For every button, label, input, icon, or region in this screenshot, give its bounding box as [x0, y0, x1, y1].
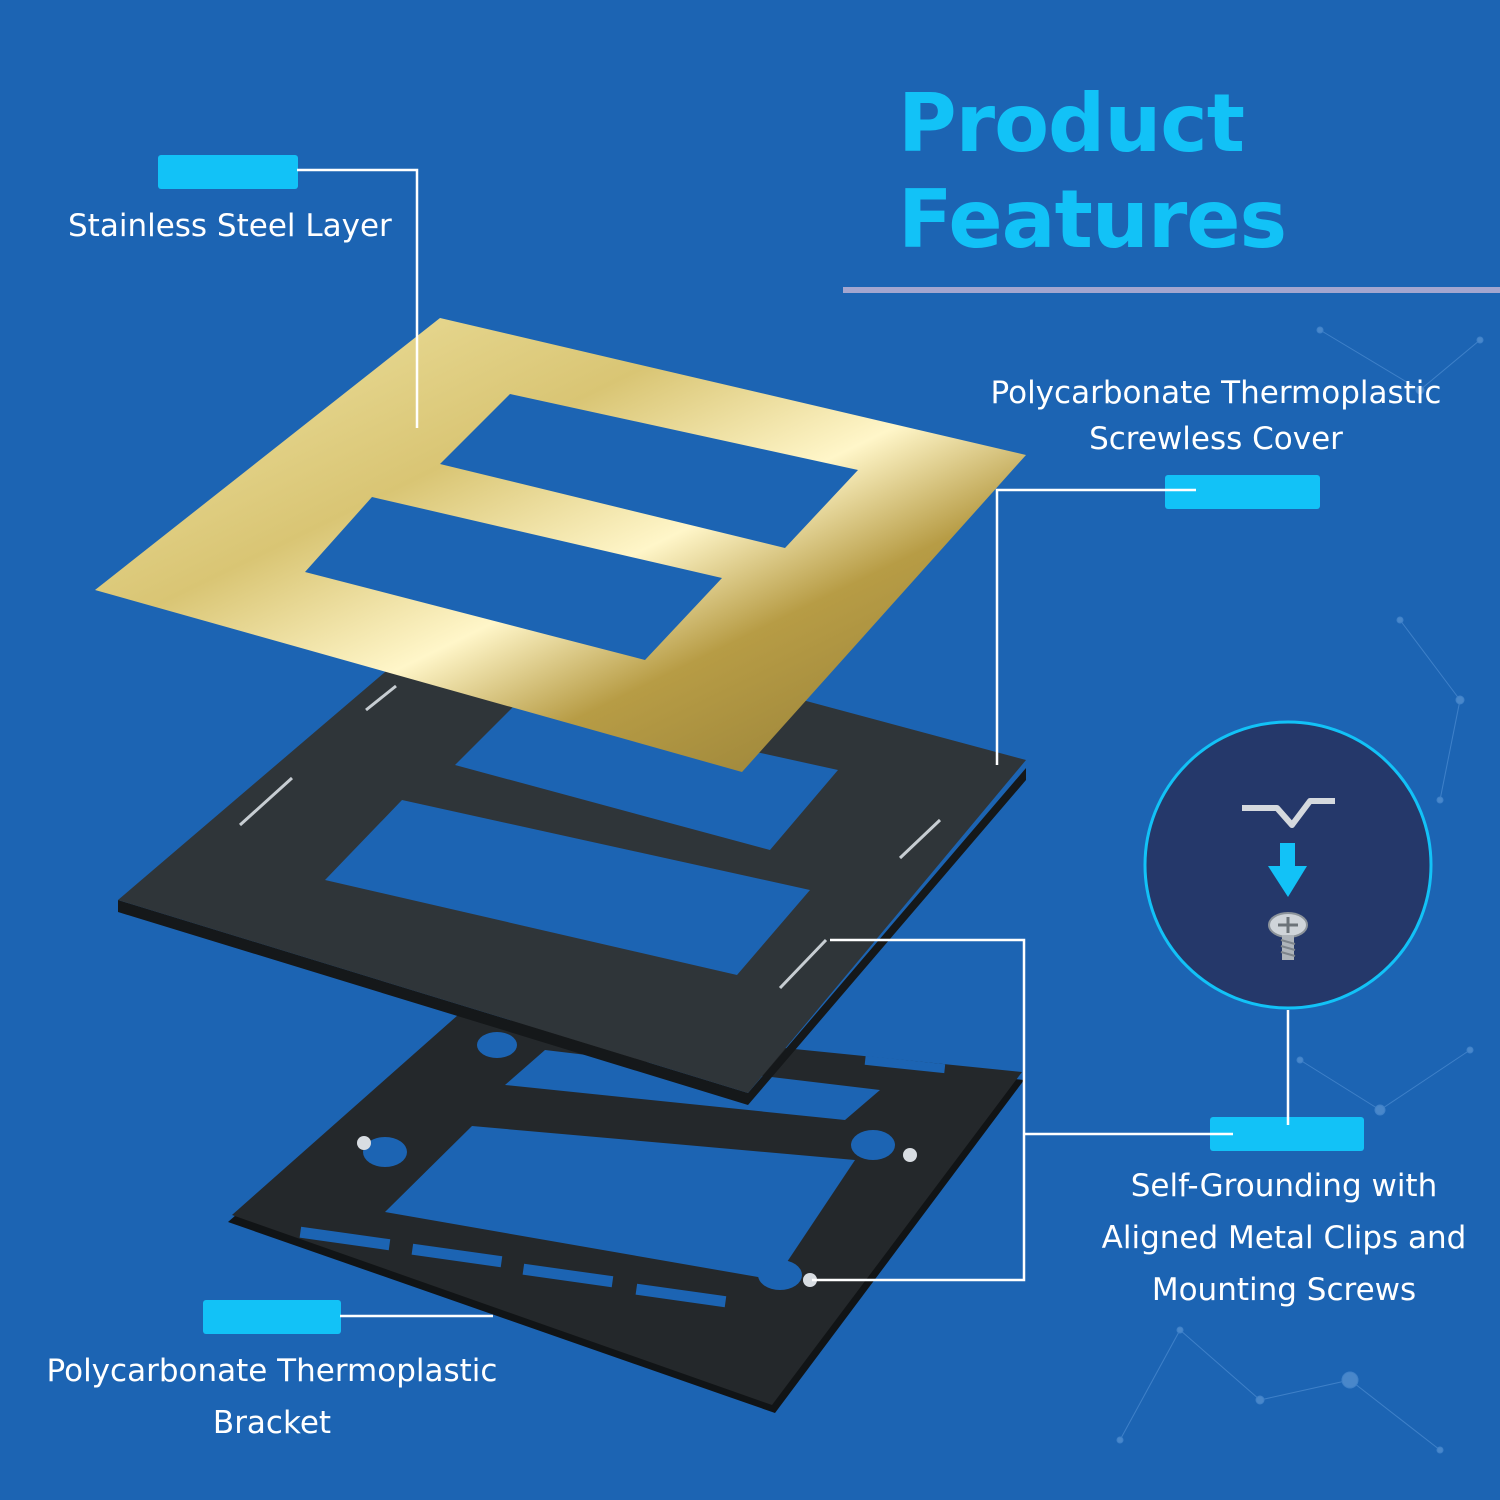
bracket-label: Polycarbonate Thermoplastic Bracket [22, 1345, 522, 1449]
arrow-down-icon [1268, 843, 1307, 897]
cover-callout-bar [1165, 475, 1320, 509]
cover-label-line-2: Screwless Cover [1089, 421, 1343, 457]
steel-layer-label: Stainless Steel Layer [68, 200, 392, 252]
steel-layer-label-text: Stainless Steel Layer [68, 208, 392, 244]
metal-clip-icon [1242, 798, 1335, 828]
cover-label-line-1: Polycarbonate Thermoplastic [990, 375, 1442, 411]
title-line-1: Product [898, 77, 1245, 170]
grounding-label-line-3: Mounting Screws [1151, 1272, 1417, 1308]
bracket-label-line-2: Bracket [212, 1405, 332, 1441]
steel-callout-bar [158, 155, 298, 189]
grounding-label: Self-Grounding with Aligned Metal Clips … [1074, 1160, 1494, 1316]
bracket-callout-bar [203, 1300, 341, 1334]
clip-and-screw-inset [1138, 715, 1438, 1015]
screw-icon [1268, 912, 1308, 960]
page-title: Product Features [898, 76, 1287, 268]
title-divider [843, 287, 1500, 293]
callout-bars [158, 155, 1364, 1334]
leader-lines [297, 168, 1290, 1318]
grounding-callout-bar [1210, 1117, 1364, 1151]
bracket-label-line-1: Polycarbonate Thermoplastic [46, 1353, 498, 1389]
cover-label: Polycarbonate Thermoplastic Screwless Co… [966, 370, 1466, 462]
title-line-2: Features [898, 173, 1287, 266]
grounding-label-line-1: Self-Grounding with [1130, 1168, 1438, 1204]
network-pattern-decoration [1116, 326, 1484, 1454]
cover-plate-layer [118, 608, 1026, 1105]
bracket-layer [228, 1015, 1024, 1413]
grounding-label-line-2: Aligned Metal Clips and [1101, 1220, 1467, 1256]
stainless-steel-layer [95, 318, 1026, 772]
